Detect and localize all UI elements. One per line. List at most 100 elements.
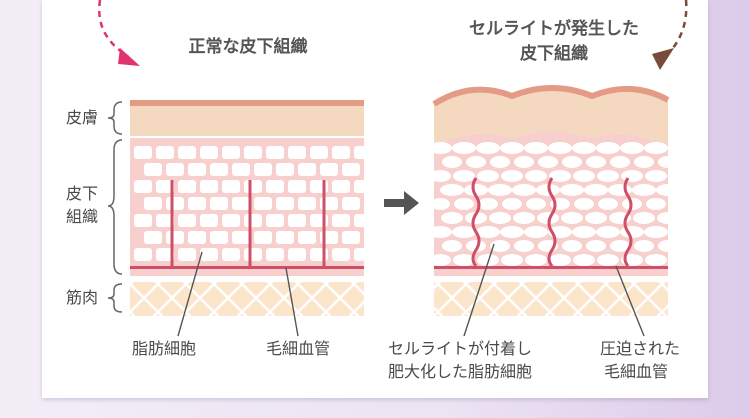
bracket-skin	[107, 101, 123, 135]
enlarged-fat-cell	[526, 198, 546, 210]
fat-cell	[232, 197, 250, 210]
enlarged-fat-cell	[514, 240, 534, 252]
enlarged-fat-cell	[440, 184, 464, 196]
fat-cell	[144, 231, 162, 244]
enlarged-fat-cell	[500, 142, 524, 154]
fat-cell	[178, 180, 196, 193]
enlarged-fat-cell	[548, 142, 572, 154]
enlarged-fat-cell	[598, 198, 618, 210]
fat-cell	[156, 180, 174, 193]
fat-cell	[200, 180, 218, 193]
fat-cell	[298, 163, 316, 176]
enlarged-fat-cell	[434, 226, 452, 238]
right-curved-arrow	[665, 0, 688, 57]
enlarged-fat-cell	[561, 212, 583, 224]
fat-cell	[178, 146, 196, 159]
enlarged-fat-cell	[646, 198, 666, 210]
enlarged-fat-cell	[442, 240, 462, 252]
cellulite-tissue-illustration	[432, 85, 670, 316]
fat-cell	[232, 163, 250, 176]
enlarged-fat-cell	[596, 226, 620, 238]
compressed-capillaries	[471, 177, 633, 267]
fat-cell	[254, 231, 272, 244]
enlarged-fat-cell	[454, 198, 474, 210]
callout-enlarged-cells-1: セルライトが付着し	[388, 339, 533, 358]
bracket-subcutaneous	[107, 139, 123, 275]
fat-cell	[288, 146, 306, 159]
enlarged-fat-cell	[634, 156, 654, 168]
fat-cell	[342, 231, 360, 244]
enlarged-fat-cell	[644, 226, 668, 238]
fat-cell	[288, 180, 306, 193]
enlarged-fat-cell	[441, 212, 463, 224]
enlarged-fat-cell	[549, 254, 571, 266]
enlarged-fat-cell	[478, 198, 498, 210]
enlarged-fat-cell	[525, 254, 547, 266]
enlarged-fat-cell	[476, 226, 500, 238]
fat-cell	[310, 146, 328, 159]
enlarged-fat-cell	[632, 184, 656, 196]
fat-cell	[354, 214, 372, 227]
enlarged-fat-cell	[501, 254, 523, 266]
enlarged-fat-cell	[434, 170, 451, 182]
callout-fat-cells: 脂肪細胞	[132, 339, 197, 358]
enlarged-fat-cell	[572, 142, 596, 154]
enlarged-fat-cell	[560, 184, 584, 196]
fat-cell	[244, 248, 262, 261]
fat-cell	[134, 248, 152, 261]
enlarged-fat-cell	[525, 170, 547, 182]
fat-cell	[342, 197, 360, 210]
enlarged-fat-cell	[656, 184, 668, 196]
enlarged-fat-cell	[434, 142, 452, 154]
fat-cell	[254, 197, 272, 210]
bumpy-skin-layer	[434, 88, 668, 148]
enlarged-fat-cell	[513, 212, 535, 224]
callout-compressed-1: 圧迫された	[600, 339, 681, 358]
fat-cell	[354, 248, 372, 261]
enlarged-fat-cells	[434, 142, 668, 266]
fat-cell	[266, 214, 284, 227]
callout-lines	[177, 243, 645, 337]
fat-cell	[200, 214, 218, 227]
fat-cell	[188, 231, 206, 244]
fat-cell	[144, 163, 162, 176]
fat-cell	[222, 214, 240, 227]
vessel-base-line-right	[434, 266, 668, 269]
fat-cell	[188, 163, 206, 176]
enlarged-fat-cell	[597, 170, 619, 182]
fat-cell	[156, 146, 174, 159]
enlarged-fat-cell	[573, 170, 595, 182]
callout-enlarged-cells-2: 肥大化した脂肪細胞	[388, 362, 533, 381]
fat-cell	[166, 163, 184, 176]
fat-cell	[320, 163, 338, 176]
enlarged-fat-cell	[586, 156, 606, 168]
cellulite-title-line2: 皮下組織	[520, 44, 588, 64]
enlarged-fat-cell	[610, 240, 630, 252]
enlarged-fat-cell	[453, 254, 475, 266]
callout-compressed-2: 毛細血管	[604, 362, 669, 381]
enlarged-fat-cell	[562, 240, 582, 252]
enlarged-fat-cell	[465, 212, 487, 224]
fat-cell	[156, 214, 174, 227]
fat-cell	[354, 180, 372, 193]
enlarged-fat-cell	[434, 198, 450, 210]
fat-cell	[144, 197, 162, 210]
enlarged-fat-cell	[586, 240, 606, 252]
enlarged-fat-cell	[620, 142, 644, 154]
fat-cell	[222, 180, 240, 193]
normal-tissue-title: 正常な皮下組織	[188, 37, 308, 57]
fat-cell	[266, 248, 284, 261]
enlarged-fat-cell	[500, 226, 524, 238]
fat-cell	[342, 163, 360, 176]
enlarged-fat-cell	[489, 212, 511, 224]
enlarged-fat-cell	[452, 226, 476, 238]
enlarged-fat-cell	[621, 170, 643, 182]
fat-cell	[210, 231, 228, 244]
normal-tissue-illustration	[130, 100, 372, 316]
right-arrowhead	[652, 48, 674, 70]
enlarged-fat-cell	[501, 170, 523, 182]
enlarged-fat-cell	[452, 142, 476, 154]
fat-cell	[210, 163, 228, 176]
callout-capillaries: 毛細血管	[266, 339, 331, 358]
